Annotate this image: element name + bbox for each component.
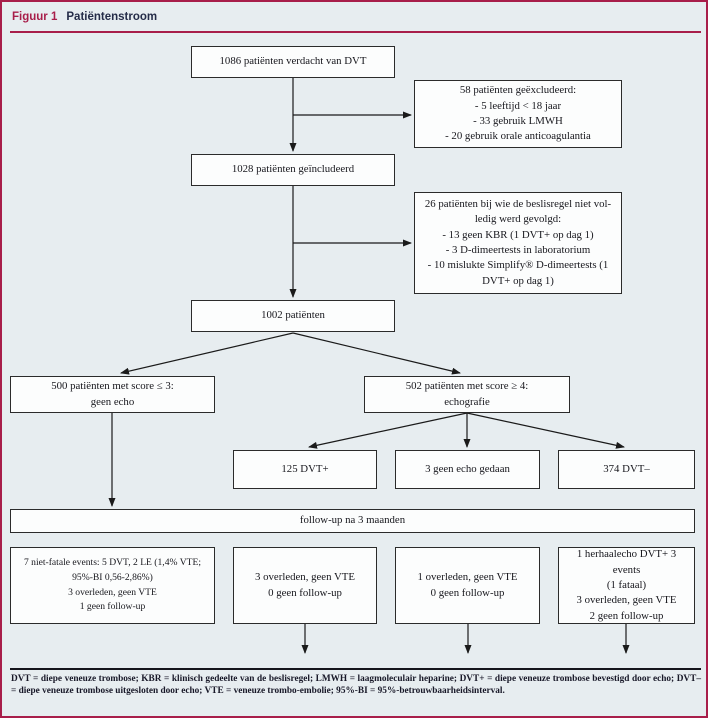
connector-analyzed-to-score-high <box>292 332 461 375</box>
node-rule-not-followed: 26 patiënten bij wie de beslisregel niet… <box>414 192 622 294</box>
abbreviation-legend: DVT = diepe veneuze trombose; KBR = klin… <box>11 674 701 697</box>
node-suspected-patients: 1086 patiënten verdacht van DVT <box>191 46 395 78</box>
node-excluded-patients: 58 patiënten geëxcludeerd: - 5 leeftijd … <box>414 80 622 148</box>
node-dvt-negative: 374 DVT– <box>558 450 695 489</box>
figure-header: Figuur 1 Patiëntenstroom <box>12 11 157 23</box>
legend-divider <box>10 668 701 670</box>
header-rule <box>10 31 701 33</box>
connector-score-high-to-dvt-pos <box>308 412 468 449</box>
node-included-patients: 1028 patiënten geïncludeerd <box>191 154 395 186</box>
node-score-low: 500 patiënten met score ≤ 3: geen echo <box>10 376 215 413</box>
node-analyzed-patients: 1002 patiënten <box>191 300 395 332</box>
node-dvt-positive: 125 DVT+ <box>233 450 377 489</box>
figure-title: Patiëntenstroom <box>66 11 158 23</box>
node-no-echo-done: 3 geen echo gedaan <box>395 450 540 489</box>
connector-analyzed-to-score-low <box>120 332 294 375</box>
connector-score-high-to-dvt-neg <box>466 412 625 449</box>
node-outcome-dvt-negative: 1 herhaalecho DVT+ 3 events (1 fataal) 3… <box>558 547 695 624</box>
node-followup: follow-up na 3 maanden <box>10 509 695 533</box>
node-outcome-no-echo: 1 overleden, geen VTE 0 geen follow-up <box>395 547 540 624</box>
node-score-high: 502 patiënten met score ≥ 4: echografie <box>364 376 570 413</box>
node-outcome-dvt-positive: 3 overleden, geen VTE 0 geen follow-up <box>233 547 377 624</box>
figure-number-label: Figuur 1 <box>12 11 58 23</box>
node-outcome-score-low: 7 niet-fatale events: 5 DVT, 2 LE (1,4% … <box>10 547 215 624</box>
